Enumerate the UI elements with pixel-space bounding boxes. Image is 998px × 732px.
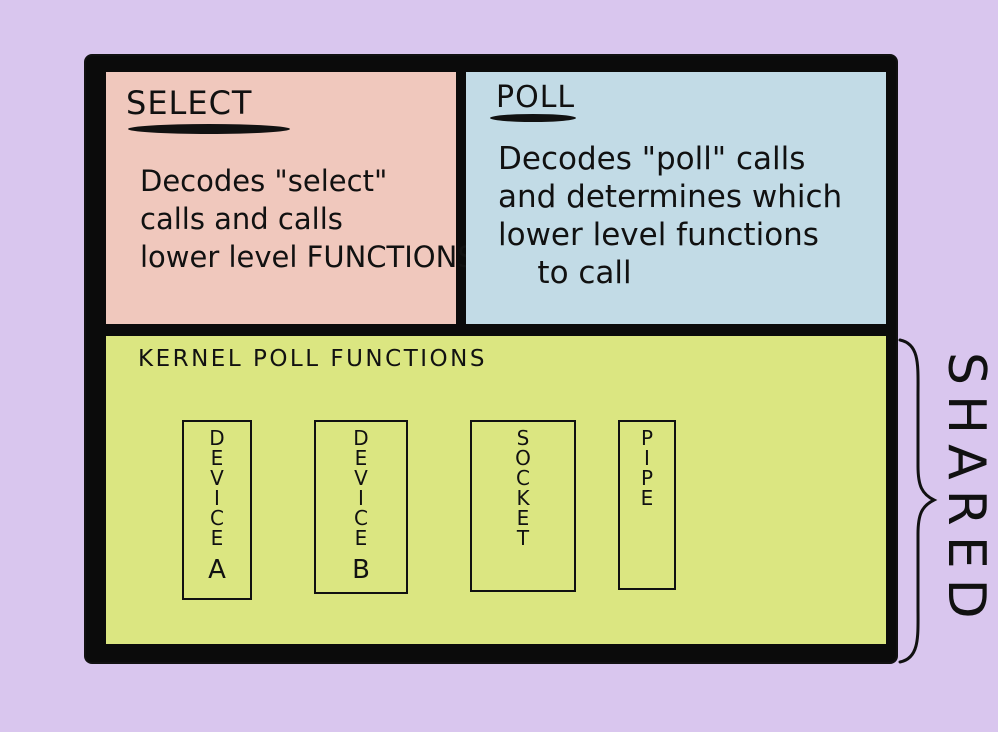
poll-description: Decodes "poll" calls and determines whic… <box>498 141 843 291</box>
vertical-letter: E <box>354 446 368 470</box>
poll-title: POLL <box>496 80 576 115</box>
vertical-letter: K <box>516 486 530 510</box>
vertical-letter: S <box>516 426 530 450</box>
kernel-panel <box>106 336 886 644</box>
vertical-letter: E <box>210 526 224 550</box>
select-underline <box>128 124 290 134</box>
vertical-letter: T <box>516 526 530 550</box>
vertical-letter: C <box>354 506 368 530</box>
shared-text: SHARED <box>936 352 996 629</box>
vertical-letter: V <box>354 466 368 490</box>
vertical-letter: P <box>640 426 654 450</box>
poll-underline <box>490 114 576 122</box>
vertical-letter: E <box>354 526 368 550</box>
shared-label: SHARED <box>936 350 996 650</box>
vertical-letter: P <box>640 466 654 490</box>
vertical-letter: O <box>515 446 531 470</box>
select-panel <box>106 72 456 324</box>
vertical-letter: E <box>210 446 224 470</box>
vertical-letter: V <box>210 466 224 490</box>
kernel-title: KERNEL POLL FUNCTIONS <box>138 346 487 372</box>
vertical-letter: E <box>640 486 654 510</box>
vertical-letter: E <box>516 506 530 530</box>
vertical-letter: C <box>516 466 530 490</box>
vertical-letter: I <box>644 446 650 470</box>
select-description: Decodes "select" calls and calls lower l… <box>140 164 476 274</box>
vertical-letter: I <box>358 486 364 510</box>
vertical-letter: I <box>214 486 220 510</box>
device-b-tag: B <box>352 555 370 585</box>
select-title: SELECT <box>126 84 253 122</box>
vertical-letter: D <box>209 426 225 450</box>
device-a-tag: A <box>208 555 226 585</box>
vertical-letter: D <box>353 426 369 450</box>
vertical-letter: C <box>210 506 224 530</box>
curly-brace-icon <box>898 338 938 664</box>
